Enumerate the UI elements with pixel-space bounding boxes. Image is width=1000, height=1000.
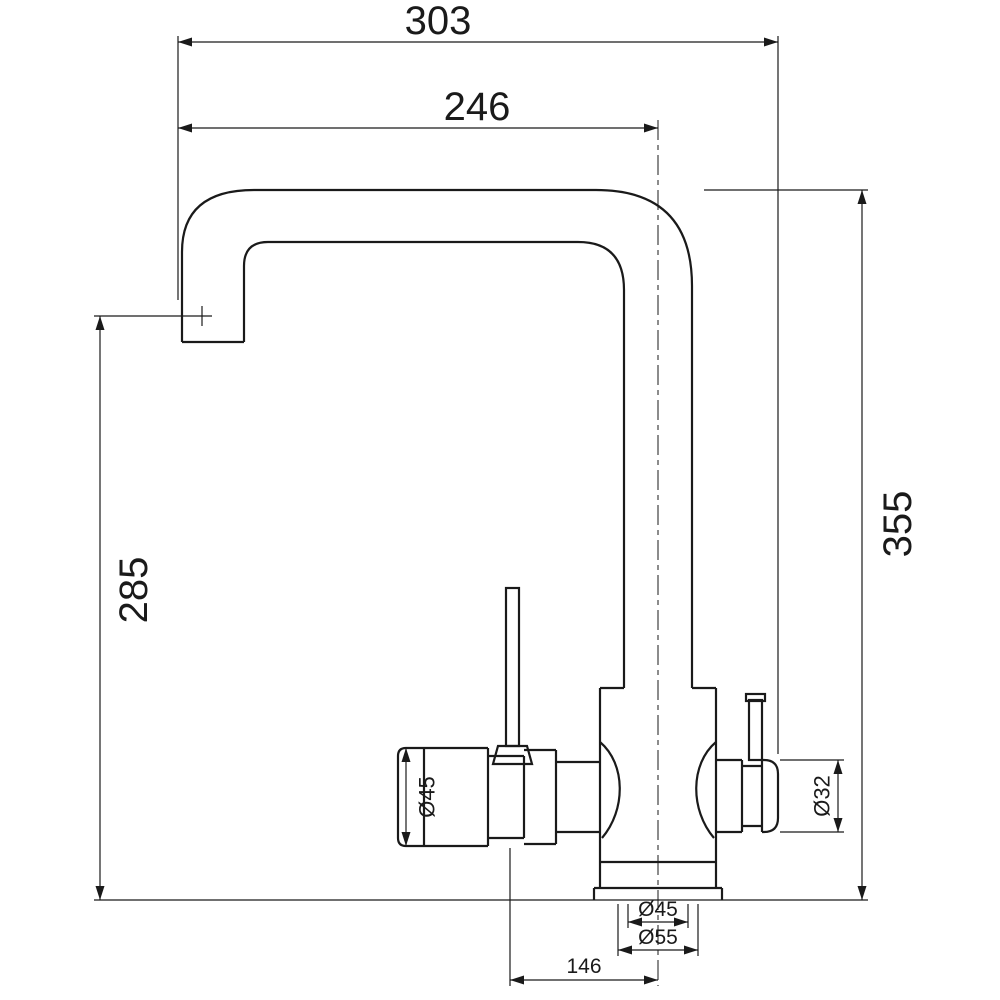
dimension-label-base-shank-diameter: Ø45 — [638, 898, 678, 921]
dimension-base-span: 146 — [509, 848, 658, 986]
dimension-base-flange-diameter: Ø55 — [617, 904, 699, 956]
dimension-filter-handle-diameter: Ø32 — [780, 759, 844, 833]
left-side-outlet — [396, 746, 600, 848]
dimension-label-overall-height: 355 — [876, 491, 920, 558]
dimension-label-spout-outlet-height: 285 — [112, 557, 156, 624]
dimension-overall-width: 303 — [177, 0, 779, 754]
right-filter-handle — [716, 692, 780, 834]
dimension-side-outlet-diameter: Ø45 — [401, 748, 440, 846]
dimension-label-overall-width: 303 — [405, 0, 472, 43]
dimension-spout-reach: 246 — [178, 85, 658, 133]
faucet-outline — [180, 188, 780, 900]
left-lever-handle — [491, 586, 534, 766]
dimension-label-filter-handle-diameter: Ø32 — [810, 775, 835, 817]
dimension-base-shank-diameter: Ø45 — [627, 898, 689, 928]
dimension-overall-height: 355 — [704, 189, 920, 900]
dimension-label-spout-reach: 246 — [444, 85, 511, 129]
dimension-label-base-span: 146 — [566, 955, 601, 978]
dimension-label-side-outlet-diameter: Ø45 — [415, 776, 440, 818]
dimension-spout-outlet-height: 285 — [94, 306, 212, 900]
dimension-label-base-flange-diameter: Ø55 — [638, 926, 678, 949]
